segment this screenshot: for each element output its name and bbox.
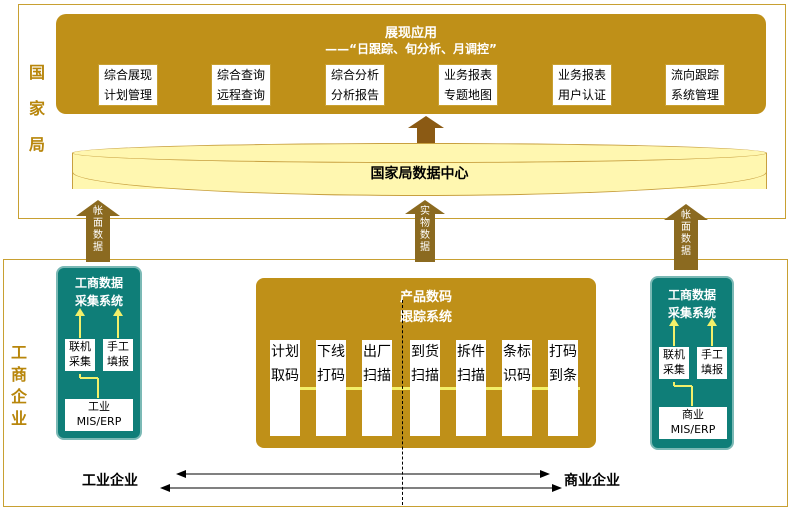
app-item-line: 流向跟踪	[670, 68, 719, 82]
app-item: 业务报表 用户认证	[552, 64, 612, 106]
box-line: MIS/ERP	[76, 415, 122, 428]
enterprise-divider	[402, 300, 403, 505]
app-item: 综合查询 远程查询	[211, 64, 271, 106]
tracking-title: 跟踪系统	[399, 310, 452, 325]
industry-commerce-label: 工 商 企 业	[8, 342, 30, 430]
collection-title: 采集系统	[74, 294, 123, 308]
box-line: 填报	[107, 355, 129, 368]
manual-fill-box: 手工 填报	[102, 338, 134, 372]
up-arrow-icon	[408, 116, 444, 146]
box-line: 手工	[107, 340, 129, 353]
box-line: 联机	[663, 348, 685, 361]
app-item: 综合分析 分析报告	[325, 64, 385, 106]
box-line: 工业	[88, 400, 110, 413]
industry-char: 商	[10, 365, 27, 384]
source-system-box: 工业 MIS/ERP	[64, 398, 134, 432]
application-panel: 展现应用 ——“日跟踪、旬分析、月调控” 综合展现 计划管理 综合查询 远程查询…	[56, 14, 766, 114]
app-item-line: 业务报表	[443, 68, 492, 82]
box-line: 商业	[682, 408, 704, 421]
national-bureau-char: 国	[28, 63, 45, 82]
collection-arrows	[669, 318, 717, 406]
application-subtitle: ——“日跟踪、旬分析、月调控”	[325, 42, 497, 56]
industry-char: 企	[10, 387, 27, 406]
collection-arrows	[75, 308, 123, 398]
national-bureau-char: 家	[28, 99, 45, 118]
tracking-step: 拆件扫描	[456, 340, 486, 436]
industry-char: 工	[10, 343, 27, 362]
collection-title: 采集系统	[667, 306, 716, 320]
data-center-top	[72, 143, 767, 163]
tracking-step: 条标识码	[502, 340, 532, 436]
left-collection-panel: 工商数据 采集系统 联机 采集 手工 填报 工业 MIS/ERP	[56, 266, 142, 440]
app-item-line: 专题地图	[443, 88, 492, 102]
data-center-label: 国家局数据中心	[370, 166, 469, 182]
right-collection-panel: 工商数据 采集系统 联机 采集 手工 填报 商业 MIS/ERP	[650, 276, 734, 450]
app-item-line: 系统管理	[670, 88, 719, 102]
box-line: 填报	[701, 363, 723, 376]
box-line: 联机	[69, 340, 91, 353]
online-collect-box: 联机 采集	[64, 338, 96, 372]
app-item: 综合展现 计划管理	[98, 64, 158, 106]
up-arrow-icon	[76, 200, 120, 262]
ledger-data-label-right: 帐面数据	[681, 210, 691, 257]
app-item-line: 综合展现	[103, 68, 152, 82]
up-arrow-icon	[664, 204, 708, 270]
app-item: 流向跟踪 系统管理	[665, 64, 725, 106]
collection-title: 工商数据	[667, 288, 716, 302]
industry-char: 业	[10, 409, 27, 428]
double-arrow-icon	[160, 470, 562, 492]
manual-fill-box: 手工 填报	[696, 346, 728, 380]
collection-title: 工商数据	[74, 276, 123, 290]
app-item-line: 综合分析	[330, 68, 379, 82]
tracking-step: 出厂扫描	[362, 340, 392, 436]
tracking-title: 产品数码	[399, 290, 452, 305]
tracking-step: 计划取码	[270, 340, 300, 436]
tracking-step: 到货扫描	[410, 340, 440, 436]
application-title: 展现应用	[384, 26, 437, 41]
online-collect-box: 联机 采集	[658, 346, 690, 380]
box-line: 手工	[701, 348, 723, 361]
box-line: 采集	[663, 363, 685, 376]
app-item-line: 分析报告	[330, 88, 379, 102]
product-tracking-panel: 产品数码 跟踪系统 计划取码 下线打码 出厂扫描 到货扫描 拆件扫描 条标识码 …	[256, 278, 596, 448]
app-item-line: 计划管理	[103, 88, 152, 102]
physical-data-label: 实物数据	[420, 206, 430, 253]
box-line: 采集	[69, 355, 91, 368]
app-item: 业务报表 专题地图	[438, 64, 498, 106]
national-bureau-char: 局	[28, 135, 45, 154]
app-item-line: 用户认证	[557, 88, 606, 102]
app-item-line: 远程查询	[216, 88, 265, 102]
source-system-box: 商业 MIS/ERP	[658, 406, 728, 440]
box-line: MIS/ERP	[670, 423, 716, 436]
ledger-data-label-left: 帐面数据	[93, 206, 103, 253]
app-item-line: 综合查询	[216, 68, 265, 82]
commercial-enterprise-label: 商业企业	[564, 473, 620, 489]
tracking-step: 下线打码	[316, 340, 346, 436]
app-item-line: 业务报表	[557, 68, 606, 82]
up-arrow-icon	[405, 200, 445, 262]
tracking-step: 打码到条	[548, 340, 578, 436]
industry-enterprise-label: 工业企业	[82, 473, 138, 489]
national-bureau-label: 国 家 局	[26, 62, 48, 156]
